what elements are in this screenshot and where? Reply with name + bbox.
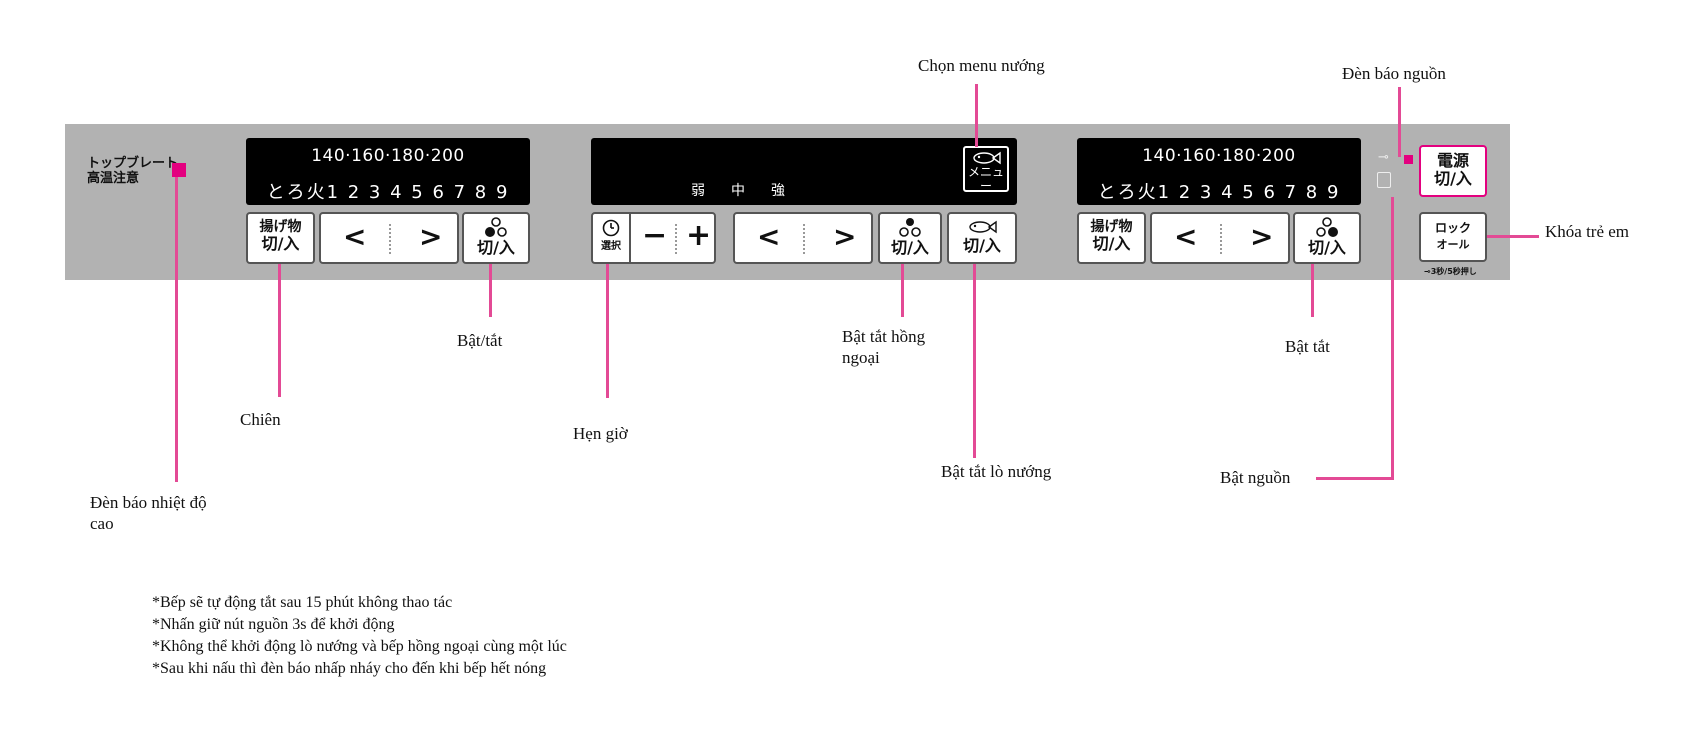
leader-line (606, 264, 609, 398)
label-power-on: Bật nguồn (1220, 468, 1291, 487)
right-temp-scale: 140·160·180·200 (1142, 146, 1296, 166)
timer-minus-button[interactable]: − (642, 218, 668, 253)
clock-icon (602, 219, 620, 237)
grill-level-adjuster[interactable]: < > (733, 212, 873, 264)
right-decrease-button[interactable]: < (1174, 220, 1198, 253)
note-2: *Nhấn giữ nút nguồn 3s để khởi động (152, 616, 395, 633)
right-fry-button[interactable]: 揚げ物 切/入 (1077, 212, 1146, 264)
label-timer: Hẹn giờ (573, 424, 628, 443)
leader-line (1398, 87, 1401, 157)
hot-warning-text: トップブレート 高温注意 (87, 156, 179, 186)
lock-button[interactable]: ロック オール (1419, 212, 1487, 262)
lock-hint: ⊸3秒/5秒押し (1424, 267, 1477, 276)
burner-icon (485, 217, 507, 237)
key-icon: ⊸ (1424, 267, 1431, 276)
leader-line (975, 84, 978, 147)
timer-select-button[interactable]: 選択 (593, 214, 631, 262)
divider (675, 224, 679, 254)
fish-icon (969, 220, 997, 234)
child-lock-icon (1377, 172, 1391, 188)
infrared-toggle-button[interactable]: 切/入 (878, 212, 942, 264)
left-burner-toggle-button[interactable]: 切/入 (462, 212, 530, 264)
right-burner-toggle-button[interactable]: 切/入 (1293, 212, 1361, 264)
menu-select-indicator[interactable]: メニュー (963, 146, 1009, 193)
power-button[interactable]: 電源 切/入 (1419, 145, 1487, 197)
left-level-scale: とろ火1 2 3 4 5 6 7 8 9 (266, 182, 510, 203)
leader-line (1487, 235, 1539, 238)
label-infrared: Bật tắt hồng ngoại (842, 327, 926, 367)
burner-icon (1316, 217, 1338, 237)
left-decrease-button[interactable]: < (343, 220, 367, 253)
label-child-lock: Khóa trẻ em (1545, 222, 1630, 241)
leader-line (901, 264, 904, 317)
fry-button[interactable]: 揚げ物 切/入 (246, 212, 315, 264)
left-zone-display: 140·160·180·200 とろ火1 2 3 4 5 6 7 8 9 (246, 138, 530, 205)
right-level-scale: とろ火1 2 3 4 5 6 7 8 9 (1097, 182, 1341, 203)
power-indicator-light (1404, 155, 1413, 164)
right-increase-button[interactable]: > (1250, 220, 1274, 253)
leader-line (278, 264, 281, 397)
right-level-adjuster[interactable]: < > (1150, 212, 1290, 264)
oven-toggle-button[interactable]: 切/入 (947, 212, 1017, 264)
note-3: *Không thể khởi động lò nướng và bếp hồn… (152, 638, 567, 655)
divider (389, 224, 393, 254)
label-on-off: Bật/tắt (457, 331, 503, 350)
leader-line (973, 264, 976, 458)
left-temp-scale: 140·160·180·200 (311, 146, 465, 166)
leader-line (175, 177, 178, 482)
leader-line (489, 264, 492, 317)
note-4: *Sau khi nấu thì đèn báo nhấp nháy cho đ… (152, 660, 547, 677)
label-fry: Chiên (240, 410, 281, 429)
left-increase-button[interactable]: > (419, 220, 443, 253)
left-level-adjuster[interactable]: < > (319, 212, 459, 264)
label-on-off-right: Bật tắt (1285, 337, 1330, 356)
timer-plus-button[interactable]: + (686, 218, 712, 253)
note-1: *Bếp sẽ tự động tắt sau 15 phút không th… (152, 594, 453, 611)
right-zone-display: 140·160·180·200 とろ火1 2 3 4 5 6 7 8 9 (1077, 138, 1361, 205)
key-icon: ⊸ (1378, 150, 1389, 165)
label-hot-light: Đèn báo nhiệt độ cao (90, 493, 207, 533)
hot-warning-light (172, 163, 186, 177)
label-menu-select: Chọn menu nướng (918, 56, 1045, 75)
label-power-light: Đèn báo nguồn (1342, 64, 1446, 83)
label-oven: Bật tắt lò nướng (941, 462, 1052, 481)
leader-line (1311, 264, 1314, 317)
divider (1220, 224, 1224, 254)
leader-line (1391, 197, 1394, 479)
fish-icon (973, 151, 1001, 165)
burner-icon (899, 218, 921, 237)
center-zone-display: 弱 中 強 メニュー (591, 138, 1017, 205)
leader-line (1316, 477, 1394, 480)
divider (803, 224, 807, 254)
grill-power-scale: 弱 中 強 (691, 183, 791, 199)
grill-increase-button[interactable]: > (833, 220, 857, 253)
grill-decrease-button[interactable]: < (757, 220, 781, 253)
